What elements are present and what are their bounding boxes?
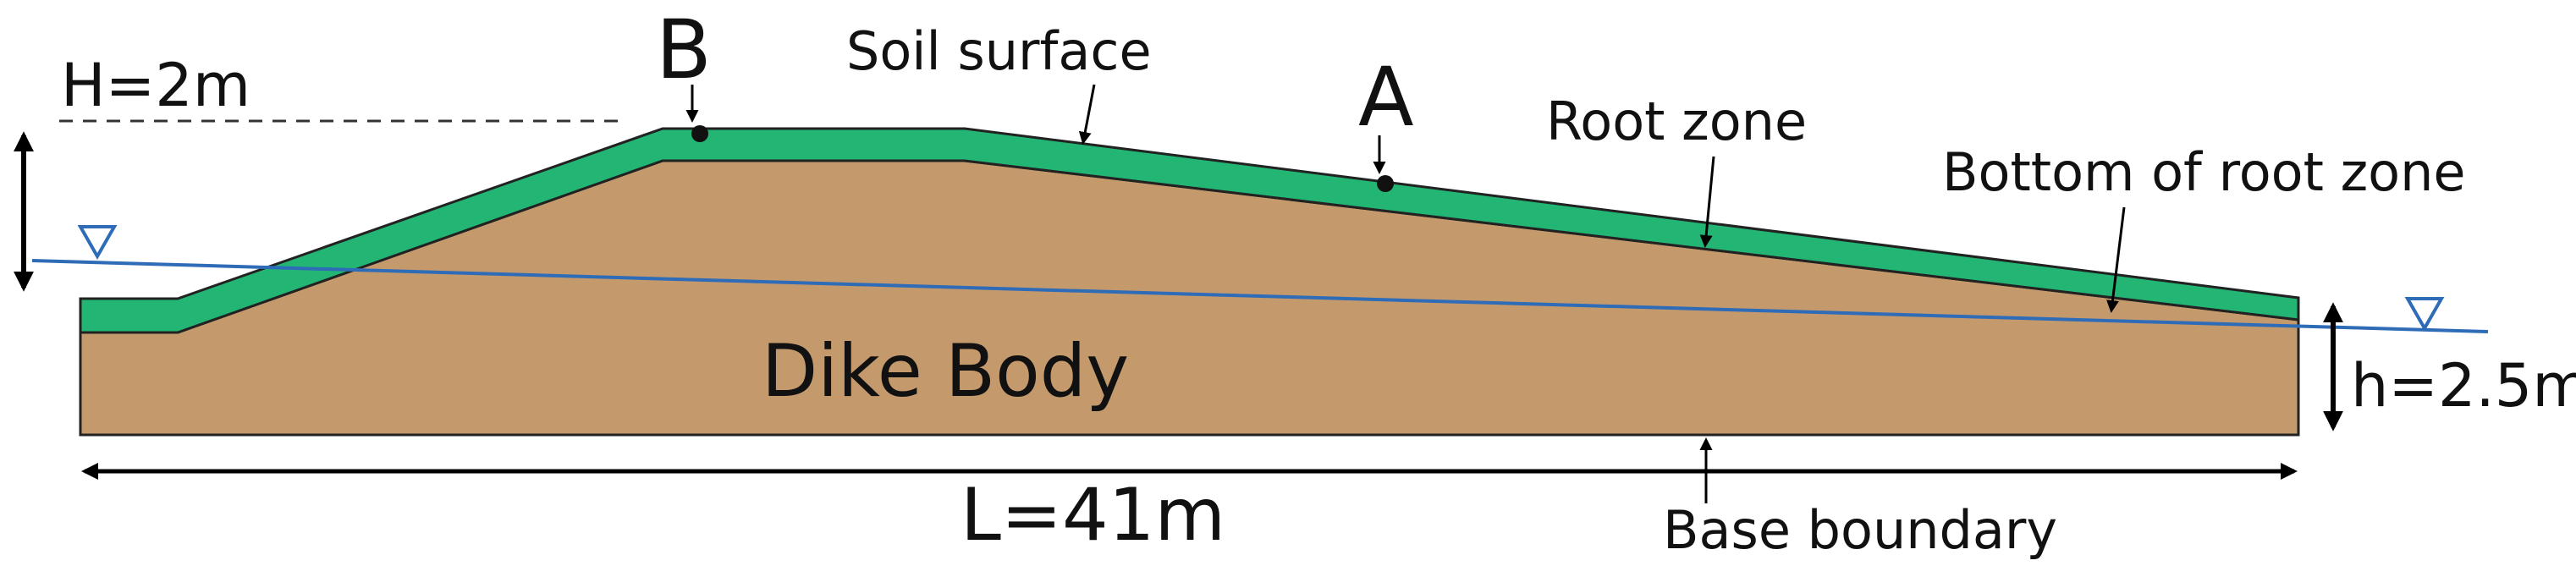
base-boundary-label: Base boundary <box>1663 499 2057 561</box>
bottom-root-zone-leader <box>2106 206 2126 313</box>
length-label: L=41m <box>960 473 1225 558</box>
soil-surface-leader <box>1078 84 1096 145</box>
dike-body-label: Dike Body <box>762 329 1129 414</box>
point-a-marker <box>1377 175 1394 192</box>
water-table-line <box>31 259 2489 333</box>
point-b-marker <box>691 125 708 142</box>
soil-surface-label: Soil surface <box>846 20 1152 82</box>
root-zone-layer <box>79 127 2300 334</box>
point-b-label: B <box>656 3 712 97</box>
bottom-root-zone-label: Bottom of root zone <box>1942 141 2466 203</box>
root-zone-leader <box>1699 156 1715 248</box>
root-zone-label: Root zone <box>1546 91 1807 152</box>
water-level-symbol-left <box>77 225 118 261</box>
point-a-label: A <box>1358 50 1414 145</box>
water-height-label: h=2.5m <box>2351 351 2576 420</box>
height-h-label: H=2m <box>61 51 250 120</box>
water-level-symbol-right <box>2404 297 2445 332</box>
